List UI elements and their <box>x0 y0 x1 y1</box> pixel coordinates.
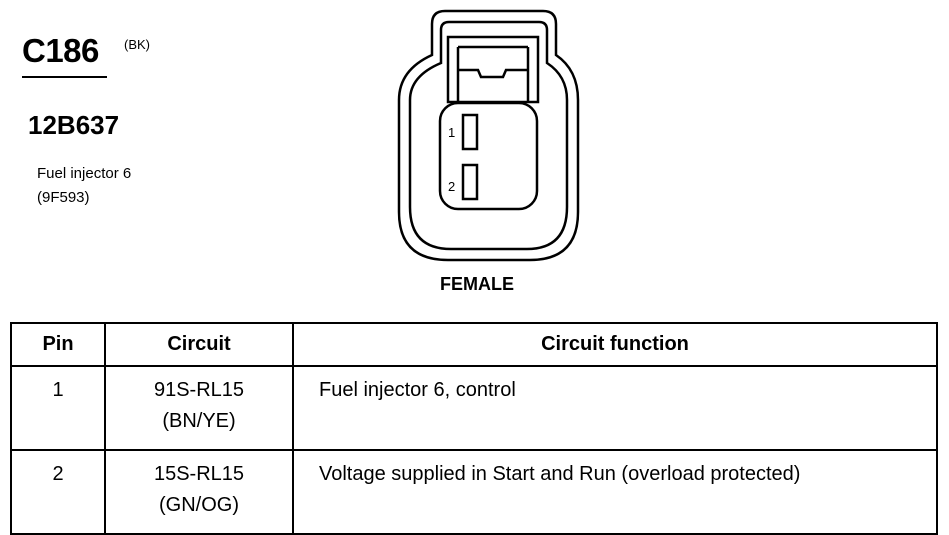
pin-1-label: 1 <box>448 125 455 140</box>
column-header-circuit: Circuit <box>104 322 294 367</box>
pin-2-cavity <box>461 163 479 201</box>
circuit-code: 91S-RL15 <box>153 379 245 401</box>
color-code: (BK) <box>124 37 150 52</box>
table-row: 2 15S-RL15 (GN/OG) Voltage supplied in S… <box>10 449 938 535</box>
connector-id-underline <box>22 76 107 78</box>
circuit-cell: 91S-RL15 (BN/YE) <box>104 365 294 451</box>
pin-number: 2 <box>10 449 106 535</box>
connector-id: C186 <box>22 32 99 69</box>
circuit-function: Fuel injector 6, control <box>292 365 938 451</box>
circuit-code: 15S-RL15 <box>153 463 245 485</box>
wire-color: (BN/YE) <box>162 410 236 432</box>
component-reference: (9F593) <box>37 189 90 206</box>
part-number: 12B637 <box>28 110 120 140</box>
circuit-cell: 15S-RL15 (GN/OG) <box>104 449 294 535</box>
wire-color: (GN/OG) <box>159 494 239 516</box>
component-description: Fuel injector 6 <box>37 165 132 182</box>
pin-2-label: 2 <box>448 179 455 194</box>
connector-face-diagram: 1 2 <box>397 9 580 262</box>
column-header-pin: Pin <box>10 322 106 367</box>
table-header-row: Pin Circuit Circuit function <box>10 322 938 367</box>
pin-table: Pin Circuit Circuit function 1 91S-RL15 … <box>10 322 938 535</box>
terminal-body <box>438 101 539 211</box>
connector-housing-outer <box>397 9 580 262</box>
connector-housing-inner <box>408 20 569 251</box>
column-header-function: Circuit function <box>292 322 938 367</box>
connector-gender-label: FEMALE <box>440 274 514 294</box>
pin-number: 1 <box>10 365 106 451</box>
pin-1-cavity <box>461 113 479 151</box>
table-row: 1 91S-RL15 (BN/YE) Fuel injector 6, cont… <box>10 365 938 451</box>
circuit-function: Voltage supplied in Start and Run (overl… <box>292 449 938 535</box>
